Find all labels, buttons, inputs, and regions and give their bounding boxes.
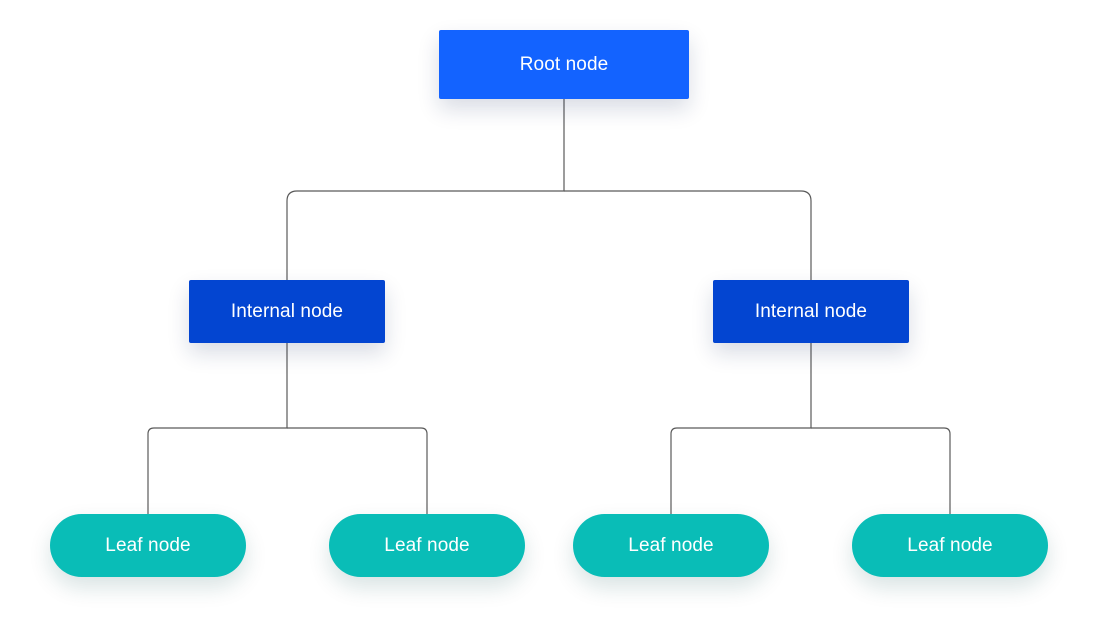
edge-internal-right-to-leaf-4 [811, 427, 951, 514]
edge-internal-left-to-leaf-1 [147, 343, 288, 514]
leaf-node-3: Leaf node [573, 514, 769, 577]
leaf-node-4: Leaf node [852, 514, 1048, 577]
edge-root-to-internal-right [564, 190, 812, 280]
leaf-node-1: Leaf node [50, 514, 246, 577]
edge-root-to-internal-left [286, 99, 565, 280]
internal-node-right: Internal node [713, 280, 909, 343]
edge-internal-right-to-leaf-3 [670, 343, 812, 514]
internal-node-left: Internal node [189, 280, 385, 343]
edge-internal-left-to-leaf-2 [287, 427, 428, 514]
leaf-node-2: Leaf node [329, 514, 525, 577]
root-node: Root node [439, 30, 689, 99]
